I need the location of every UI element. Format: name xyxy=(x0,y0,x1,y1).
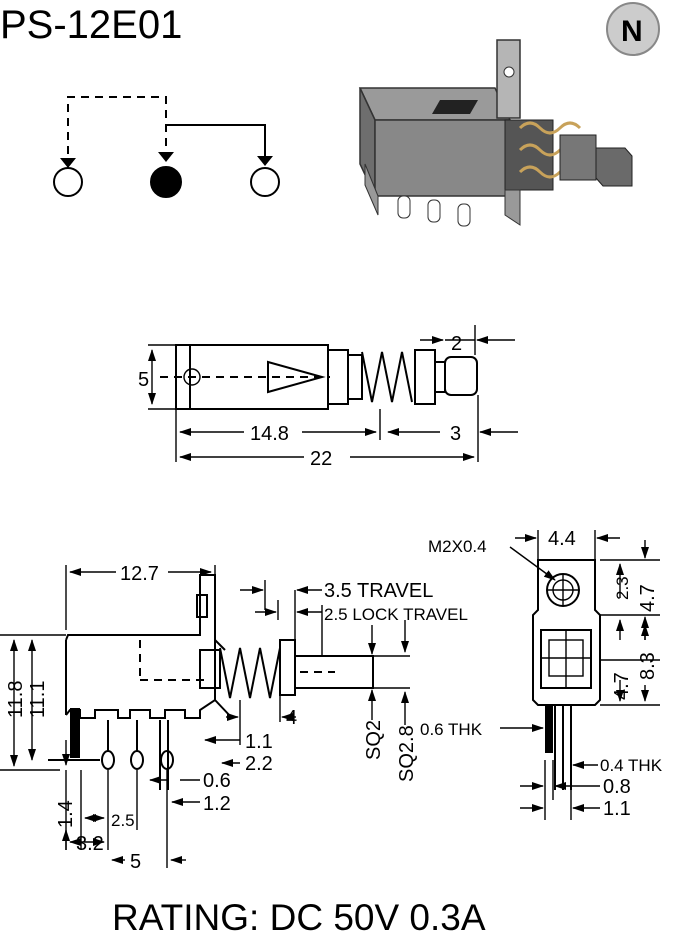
brand-logo: N xyxy=(606,2,660,56)
dim-0-6: 0.6 xyxy=(203,770,231,792)
dim-end-3: 3 xyxy=(450,423,461,445)
dim-1-2: 1.2 xyxy=(203,793,231,815)
dim-4-7-top: 4.7 xyxy=(637,584,659,612)
part-number-title: PS-12E01 xyxy=(0,3,182,47)
dim-body-14-8: 14.8 xyxy=(250,423,289,445)
terminal-no xyxy=(250,167,280,197)
dim-sq2: SQ2 xyxy=(363,720,385,760)
dim-0-8: 0.8 xyxy=(603,776,631,798)
screw-label: M2X0.4 xyxy=(428,537,487,556)
dim-tip-2: 2 xyxy=(451,333,462,355)
dim-1-1: 1.1 xyxy=(245,731,273,753)
terminal-nc xyxy=(53,167,83,197)
lock-travel-label: 2.5 LOCK TRAVEL xyxy=(324,605,468,624)
brand-logo-letter: N xyxy=(621,15,643,48)
thk-0-4-label: 0.4 THK xyxy=(600,756,663,775)
terminal-common xyxy=(150,166,182,198)
dim-3-2: 3.2 xyxy=(76,833,104,855)
dim-8-3: 8.3 xyxy=(637,652,659,680)
travel-label: 3.5 TRAVEL xyxy=(324,580,433,602)
switch-illustration xyxy=(358,39,633,227)
dim-2-2: 2.2 xyxy=(245,753,273,775)
switch-schematic xyxy=(53,96,280,198)
dim-4: 4 xyxy=(286,707,297,729)
rating-text: RATING: DC 50V 0.3A xyxy=(112,897,486,938)
dim-1-4: 1.4 xyxy=(55,800,77,828)
dim-4-4: 4.4 xyxy=(548,528,576,550)
dim-h-11-1: 11.1 xyxy=(27,681,49,718)
dim-2-5: 2.5 xyxy=(111,811,135,830)
dim-width-5: 5 xyxy=(138,369,149,391)
side-view: 12.7 11.8 11.1 1.4 xyxy=(0,563,468,873)
front-view: M2X0.4 4.4 2.3 4.7 4.7 8.3 xyxy=(420,528,663,820)
dim-h-11-8: 11.8 xyxy=(5,681,27,718)
thk-0-6-label: 0.6 THK xyxy=(420,720,483,739)
dim-5: 5 xyxy=(130,851,141,873)
dim-12-7: 12.7 xyxy=(120,563,159,585)
dim-sq2-8: SQ2.8 xyxy=(396,725,418,782)
dim-total-22: 22 xyxy=(310,448,332,470)
top-view: 5 2 14.8 3 22 xyxy=(138,325,518,470)
dim-1-1-front: 1.1 xyxy=(603,798,631,820)
dim-4-7-bottom: 4.7 xyxy=(611,672,633,700)
dim-2-3: 2.3 xyxy=(613,576,632,600)
